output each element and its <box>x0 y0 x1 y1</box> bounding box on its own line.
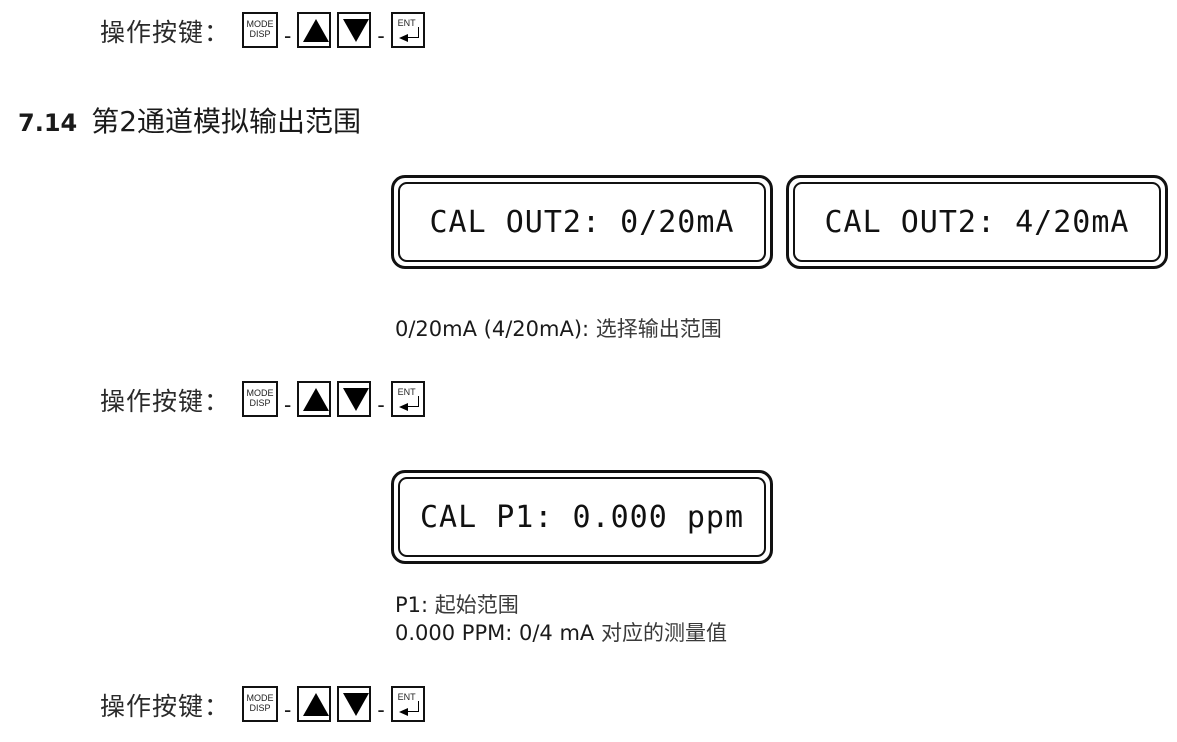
ppm-description: 0.000 PPM: 0/4 mA 对应的测量值 <box>395 619 727 647</box>
section-heading: 7.14 第2通道模拟输出范围 <box>18 104 361 141</box>
disp-label: DISP <box>249 29 271 39</box>
range-text: 选择输出范围 <box>595 317 722 341</box>
separator: - <box>377 392 385 417</box>
up-arrow-key-icon <box>297 381 332 417</box>
operation-keys-row-3: 操作按键： MODE DISP - - ENT <box>100 678 425 722</box>
lcd-text: CAL OUT2: 0/20mA <box>429 204 735 240</box>
ent-label: ENT <box>397 692 416 702</box>
section-number: 7.14 <box>18 109 78 137</box>
mode-label: MODE <box>246 388 274 398</box>
separator: - <box>284 392 292 417</box>
down-arrow-key-icon <box>337 381 372 417</box>
separator: - <box>284 23 292 48</box>
ppm-text: 对应的测量值 <box>600 621 727 645</box>
up-arrow-key-icon <box>297 686 332 722</box>
disp-label: DISP <box>249 703 271 713</box>
p1-text: 起始范围 <box>434 593 519 617</box>
operation-keys-label: 操作按键： <box>100 18 231 47</box>
p1-description: P1: 起始范围 <box>395 591 519 619</box>
mode-label: MODE <box>246 693 274 703</box>
lcd-display-out2-4-20ma: CAL OUT2: 4/20mA <box>786 175 1168 269</box>
p1-prefix: P1: <box>395 593 435 617</box>
section-title: 第2通道模拟输出范围 <box>91 105 362 138</box>
operation-keys-row-1: 操作按键： MODE DISP - - ENT <box>100 4 425 48</box>
up-arrow-key-icon <box>297 12 332 48</box>
separator: - <box>377 697 385 722</box>
ent-label: ENT <box>397 387 416 397</box>
range-description: 0/20mA (4/20mA): 选择输出范围 <box>395 315 722 343</box>
mode-disp-key-icon: MODE DISP <box>242 686 279 722</box>
mode-label: MODE <box>246 19 274 29</box>
lcd-display-p1: CAL P1: 0.000 ppm <box>391 470 773 564</box>
down-arrow-key-icon <box>337 12 372 48</box>
disp-label: DISP <box>249 398 271 408</box>
operation-keys-label: 操作按键： <box>100 387 231 416</box>
lcd-display-out2-0-20ma: CAL OUT2: 0/20mA <box>391 175 773 269</box>
mode-disp-key-icon: MODE DISP <box>242 381 279 417</box>
ppm-prefix: 0.000 PPM: 0/4 mA <box>395 621 601 645</box>
operation-keys-row-2: 操作按键： MODE DISP - - ENT <box>100 373 425 417</box>
lcd-text: CAL OUT2: 4/20mA <box>824 204 1130 240</box>
separator: - <box>284 697 292 722</box>
separator: - <box>377 23 385 48</box>
enter-key-icon: ENT <box>390 686 425 722</box>
down-arrow-key-icon <box>337 686 372 722</box>
ent-label: ENT <box>397 18 416 28</box>
lcd-text: CAL P1: 0.000 ppm <box>419 499 745 535</box>
range-prefix: 0/20mA (4/20mA): <box>395 317 596 341</box>
enter-key-icon: ENT <box>390 381 425 417</box>
operation-keys-label: 操作按键： <box>100 692 231 721</box>
enter-key-icon: ENT <box>390 12 425 48</box>
mode-disp-key-icon: MODE DISP <box>242 12 279 48</box>
